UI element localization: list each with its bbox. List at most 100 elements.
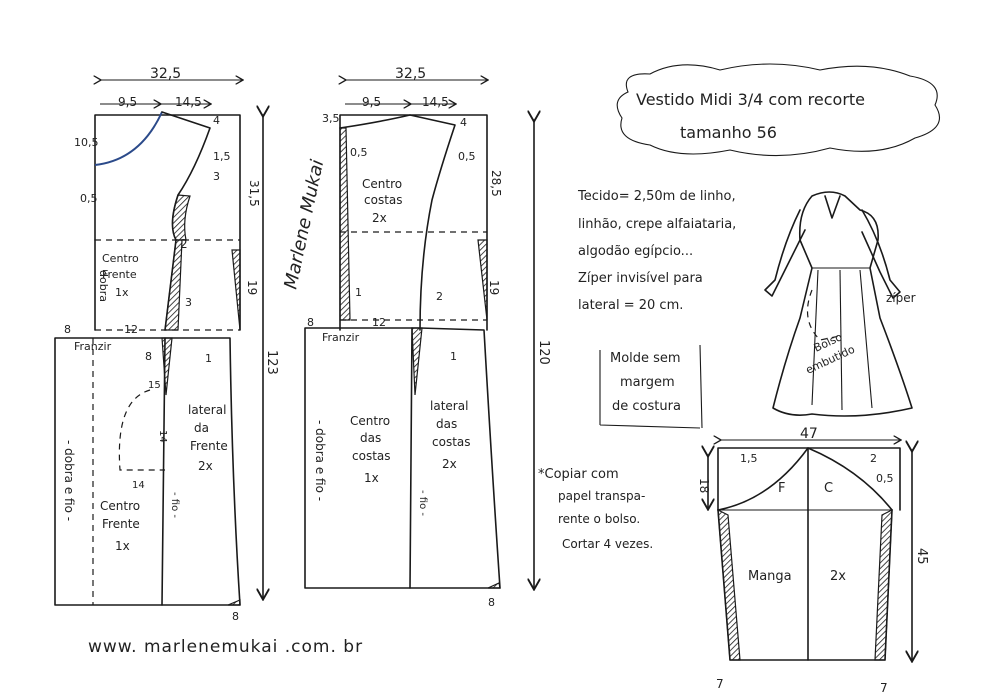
svg-text:4: 4 xyxy=(460,116,467,129)
title-cloud: Vestido Midi 3/4 com recorte tamanho 56 xyxy=(616,63,940,157)
signature: Marlene Mukai xyxy=(280,158,328,291)
front-shoulder-width: 14,5 xyxy=(175,95,202,109)
front-skirt xyxy=(54,337,241,606)
svg-text:2x: 2x xyxy=(372,211,387,225)
fabric-notes: Tecido= 2,50m de linho, linhão, crepe al… xyxy=(577,189,736,313)
svg-text:45: 45 xyxy=(914,548,929,565)
front-pattern: 32,5 9,5 14,5 10,5 4 1,5 3 0,5 31,5 2 19… xyxy=(54,66,279,623)
title-line2: tamanho 56 xyxy=(680,123,777,142)
svg-text:0,5: 0,5 xyxy=(80,192,98,205)
svg-text:dobra: dobra xyxy=(97,270,110,302)
svg-text:3,5: 3,5 xyxy=(322,112,340,125)
svg-text:47: 47 xyxy=(800,426,818,442)
svg-text:Tecido= 2,50m de linho,: Tecido= 2,50m de linho, xyxy=(577,189,736,204)
svg-text:18: 18 xyxy=(697,478,711,493)
svg-text:14: 14 xyxy=(157,430,168,443)
svg-text:*Copiar com: *Copiar com xyxy=(538,467,619,482)
front-neck-width: 9,5 xyxy=(118,95,137,109)
svg-text:1x: 1x xyxy=(364,471,379,485)
svg-text:7: 7 xyxy=(880,681,888,695)
front-pocket xyxy=(118,389,165,471)
svg-text:7: 7 xyxy=(716,677,724,691)
svg-text:4: 4 xyxy=(213,114,220,127)
svg-text:12: 12 xyxy=(372,316,386,329)
svg-text:28,5: 28,5 xyxy=(489,170,503,197)
svg-text:1x: 1x xyxy=(115,286,129,299)
svg-text:2x: 2x xyxy=(442,457,457,471)
svg-text:10,5: 10,5 xyxy=(74,136,99,149)
svg-text:Centro: Centro xyxy=(362,177,402,191)
svg-text:1,5: 1,5 xyxy=(213,150,231,163)
svg-text:2: 2 xyxy=(180,237,188,251)
svg-text:algodão egípcio...: algodão egípcio... xyxy=(578,244,693,259)
svg-text:Frente: Frente xyxy=(190,439,228,453)
svg-text:8: 8 xyxy=(488,596,495,609)
svg-text:lateral = 20 cm.: lateral = 20 cm. xyxy=(578,298,683,313)
svg-text:0,5: 0,5 xyxy=(876,472,894,485)
seam-note: Molde sem margem de costura xyxy=(599,344,703,429)
back-skirt xyxy=(304,327,501,589)
front-armhole xyxy=(161,111,211,241)
copy-note: *Copiar com papel transpa- rente o bolso… xyxy=(538,467,653,551)
back-pattern: 32,5 9,5 14,5 3,5 4 0,5 0,5 28,5 Centro … xyxy=(304,66,551,609)
svg-text:Manga: Manga xyxy=(748,569,792,584)
svg-text:9,5: 9,5 xyxy=(362,95,381,109)
svg-text:15: 15 xyxy=(148,380,161,391)
svg-text:1: 1 xyxy=(205,352,212,365)
svg-text:lateral: lateral xyxy=(188,403,226,417)
svg-text:31,5: 31,5 xyxy=(247,180,261,207)
svg-text:Molde sem: Molde sem xyxy=(610,351,681,366)
svg-text:1: 1 xyxy=(450,350,457,363)
svg-text:C: C xyxy=(824,481,833,496)
website: www. marlenemukai .com. br xyxy=(88,637,363,657)
svg-text:8: 8 xyxy=(145,350,152,363)
zip-label: zíper xyxy=(886,291,916,305)
front-neckline xyxy=(94,111,163,166)
svg-text:3: 3 xyxy=(185,296,192,309)
svg-text:0,5: 0,5 xyxy=(350,146,368,159)
svg-text:- fio -: - fio - xyxy=(417,490,428,516)
svg-text:14,5: 14,5 xyxy=(422,95,449,109)
svg-text:2x: 2x xyxy=(198,459,213,473)
svg-text:12: 12 xyxy=(124,323,138,336)
svg-text:Franzir: Franzir xyxy=(322,331,360,344)
svg-text:14: 14 xyxy=(132,480,145,491)
svg-text:8: 8 xyxy=(64,323,71,336)
svg-text:Cortar 4 vezes.: Cortar 4 vezes. xyxy=(562,537,653,551)
svg-text:8: 8 xyxy=(307,316,314,329)
dress-sketch: zíper Bolso embutido xyxy=(764,191,916,417)
svg-text:32,5: 32,5 xyxy=(395,66,426,82)
svg-text:linhão, crepe alfaiataria,: linhão, crepe alfaiataria, xyxy=(578,217,736,232)
svg-text:Centro: Centro xyxy=(102,252,139,265)
svg-text:- fio -: - fio - xyxy=(169,492,180,518)
svg-text:costas: costas xyxy=(432,435,471,449)
svg-text:de costura: de costura xyxy=(612,399,681,414)
svg-text:- dobra e fio -: - dobra e fio - xyxy=(313,420,327,501)
title-line1: Vestido Midi 3/4 com recorte xyxy=(636,90,865,109)
svg-text:das: das xyxy=(436,417,457,431)
svg-text:Frente: Frente xyxy=(102,268,137,281)
svg-text:Frente: Frente xyxy=(102,517,140,531)
svg-text:8: 8 xyxy=(232,610,239,623)
svg-text:Franzir: Franzir xyxy=(74,340,112,353)
sleeve-pattern: 47 18 1,5 2 0,5 F C Manga 2x 45 7 7 xyxy=(697,426,929,695)
svg-text:da: da xyxy=(194,421,209,435)
svg-text:0,5: 0,5 xyxy=(458,150,476,163)
svg-text:3: 3 xyxy=(213,170,220,183)
sleeve-frame xyxy=(717,447,901,511)
svg-text:2x: 2x xyxy=(830,569,846,584)
back-armhole xyxy=(339,114,456,331)
svg-text:margem: margem xyxy=(620,375,675,390)
svg-text:1: 1 xyxy=(355,286,362,299)
svg-text:- dobra e fio -: - dobra e fio - xyxy=(62,440,76,521)
svg-text:lateral: lateral xyxy=(430,399,468,413)
svg-text:2: 2 xyxy=(870,452,877,465)
svg-text:das: das xyxy=(360,431,381,445)
svg-text:1,5: 1,5 xyxy=(740,452,758,465)
front-top-width: 32,5 xyxy=(150,66,181,82)
svg-text:Zíper invisível para: Zíper invisível para xyxy=(578,271,703,286)
svg-text:19: 19 xyxy=(245,280,259,295)
svg-text:F: F xyxy=(778,481,785,496)
svg-text:costas: costas xyxy=(364,193,403,207)
